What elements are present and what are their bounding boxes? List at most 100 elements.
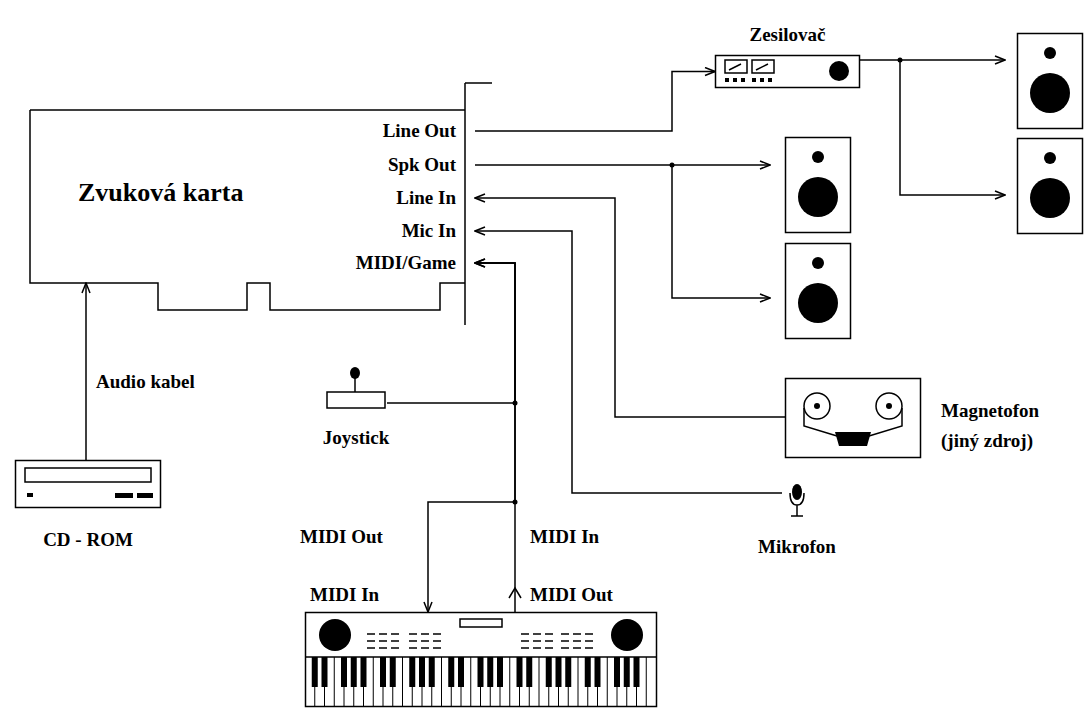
keyboard-symbol-part-part xyxy=(441,657,442,707)
speaker-symbol-part xyxy=(798,283,838,323)
port-label: Line Out xyxy=(383,119,456,143)
connectors xyxy=(86,72,785,613)
keyboard-symbol-part-part xyxy=(561,633,569,635)
keyboard-symbol-part-part xyxy=(402,657,403,707)
midi-keyboard: MIDI InMIDI Out xyxy=(305,612,657,707)
cd-rom-drive: CD - ROM xyxy=(15,460,161,508)
junction-dot xyxy=(898,58,903,63)
keyboard-symbol-part-part xyxy=(533,640,541,642)
keyboard-symbol-part-part xyxy=(334,657,335,707)
keyboard-symbol-part-part xyxy=(545,647,553,649)
tape-recorder-symbol-part xyxy=(804,393,830,419)
keyboard-symbol-part-part xyxy=(367,633,375,635)
keyboard-symbol-part-part xyxy=(367,640,375,642)
speaker-symbol-part xyxy=(1018,34,1083,129)
speaker-symbol-part xyxy=(798,177,838,217)
keyboard-symbol-part-part xyxy=(546,657,552,687)
keyboard-symbol-part-part xyxy=(409,633,417,635)
keyboard-symbol-part-part xyxy=(433,647,441,649)
keyboard-symbol-part-part xyxy=(458,657,464,687)
speaker-symbol-part xyxy=(1030,73,1070,113)
keyboard-symbol-part-part xyxy=(409,640,417,642)
keyboard-symbol-part-part xyxy=(409,647,417,649)
keyboard-symbol-part-part xyxy=(545,640,553,642)
speaker-wire xyxy=(900,60,1005,195)
cable-connector xyxy=(475,263,515,612)
port-label: MIDI In xyxy=(310,583,379,607)
port-label: MIDI/Game xyxy=(356,251,456,275)
keyboard-symbol-part-part xyxy=(521,647,529,649)
cable-connector xyxy=(428,263,515,612)
microphone-symbol-part xyxy=(792,484,802,500)
speaker-symbol-part xyxy=(786,244,851,339)
keyboard-symbol-part-part xyxy=(448,657,454,687)
cd-rom-symbol-part xyxy=(115,493,133,498)
speaker-symbol-part xyxy=(1030,178,1070,218)
keyboard-symbol-part-part xyxy=(646,657,647,707)
keyboard-symbol-part-part xyxy=(322,657,328,687)
cable-label: MIDI In xyxy=(530,525,599,549)
keyboard-symbol-part-part xyxy=(533,633,541,635)
device-label: Zesilovač xyxy=(750,23,826,47)
cable-connector xyxy=(475,231,782,493)
cable-connector xyxy=(387,263,515,403)
tape-recorder-symbol-part xyxy=(814,403,820,409)
speaker-wire xyxy=(860,59,1005,61)
tape-recorder-symbol-part xyxy=(804,408,902,436)
keyboard-symbol-part-part xyxy=(390,657,396,687)
keyboard-symbol-part-part xyxy=(421,633,429,635)
keyboard-symbol-part-part xyxy=(367,647,375,649)
microphone: Mikrofon xyxy=(782,483,812,523)
keyboard-symbol-part-part xyxy=(585,633,593,635)
keyboard-symbol-part-part xyxy=(509,657,510,707)
keyboard-symbol-part-part xyxy=(421,640,429,642)
keyboard-symbol-part-part xyxy=(573,640,581,642)
keyboard-symbol-part-part xyxy=(391,640,399,642)
amplifier-symbol-part xyxy=(768,78,772,82)
keyboard-symbol-part-part xyxy=(561,640,569,642)
cd-rom-symbol-part xyxy=(16,461,161,508)
keyboard-symbol-part-part xyxy=(565,657,571,687)
keyboard-symbol-part-part xyxy=(573,647,581,649)
speaker-symbol xyxy=(786,138,851,233)
keyboard-symbol-part-part xyxy=(533,647,541,649)
keyboard-symbol-part-part xyxy=(419,657,425,687)
junction-dots xyxy=(513,58,903,505)
keyboard-symbol-part-part xyxy=(433,633,441,635)
amplifier-symbol-part xyxy=(725,78,729,82)
speaker-symbol-part xyxy=(1044,47,1056,59)
port-label: Mic In xyxy=(402,219,456,243)
keyboard-symbol-part-part xyxy=(379,633,387,635)
cable-connector xyxy=(475,72,715,132)
cd-rom-symbol-part xyxy=(27,493,33,497)
keyboard-symbol-part xyxy=(319,619,351,651)
device-label: Magnetofon (jiný zdroj) xyxy=(941,396,1081,456)
card-title: Zvuková karta xyxy=(78,177,243,209)
amplifier-symbol-part xyxy=(829,61,849,81)
speaker-wires xyxy=(475,60,1005,598)
joystick: Joystick xyxy=(325,366,387,414)
keyboard-symbol-part-part xyxy=(341,657,347,687)
speaker-symbol-part xyxy=(786,138,851,233)
speaker-symbol xyxy=(786,244,851,339)
keyboard-symbol-part xyxy=(306,613,657,707)
keyboard-symbol-part-part xyxy=(607,657,608,707)
cd-rom-symbol-part xyxy=(25,468,151,482)
device-label: Joystick xyxy=(323,426,390,450)
speaker-symbol xyxy=(1018,139,1083,234)
amplifier-symbol-part xyxy=(760,78,764,82)
keyboard-symbol-part-part xyxy=(478,657,484,687)
speaker-symbol xyxy=(1018,34,1083,129)
keyboard-symbol-part-part xyxy=(634,657,640,687)
speaker-symbol-part xyxy=(1018,139,1083,234)
keyboard-symbol-part-part xyxy=(521,633,529,635)
tape-recorder: Magnetofon (jiný zdroj) xyxy=(785,378,921,458)
joystick-symbol xyxy=(325,366,387,414)
keyboard-symbol-part-part xyxy=(421,647,429,649)
joystick-symbol-part xyxy=(327,392,385,408)
speaker-symbol-part xyxy=(812,151,824,163)
port-label: Spk Out xyxy=(388,153,456,177)
junction-dot xyxy=(670,163,675,168)
tape-recorder-symbol-part xyxy=(886,403,892,409)
